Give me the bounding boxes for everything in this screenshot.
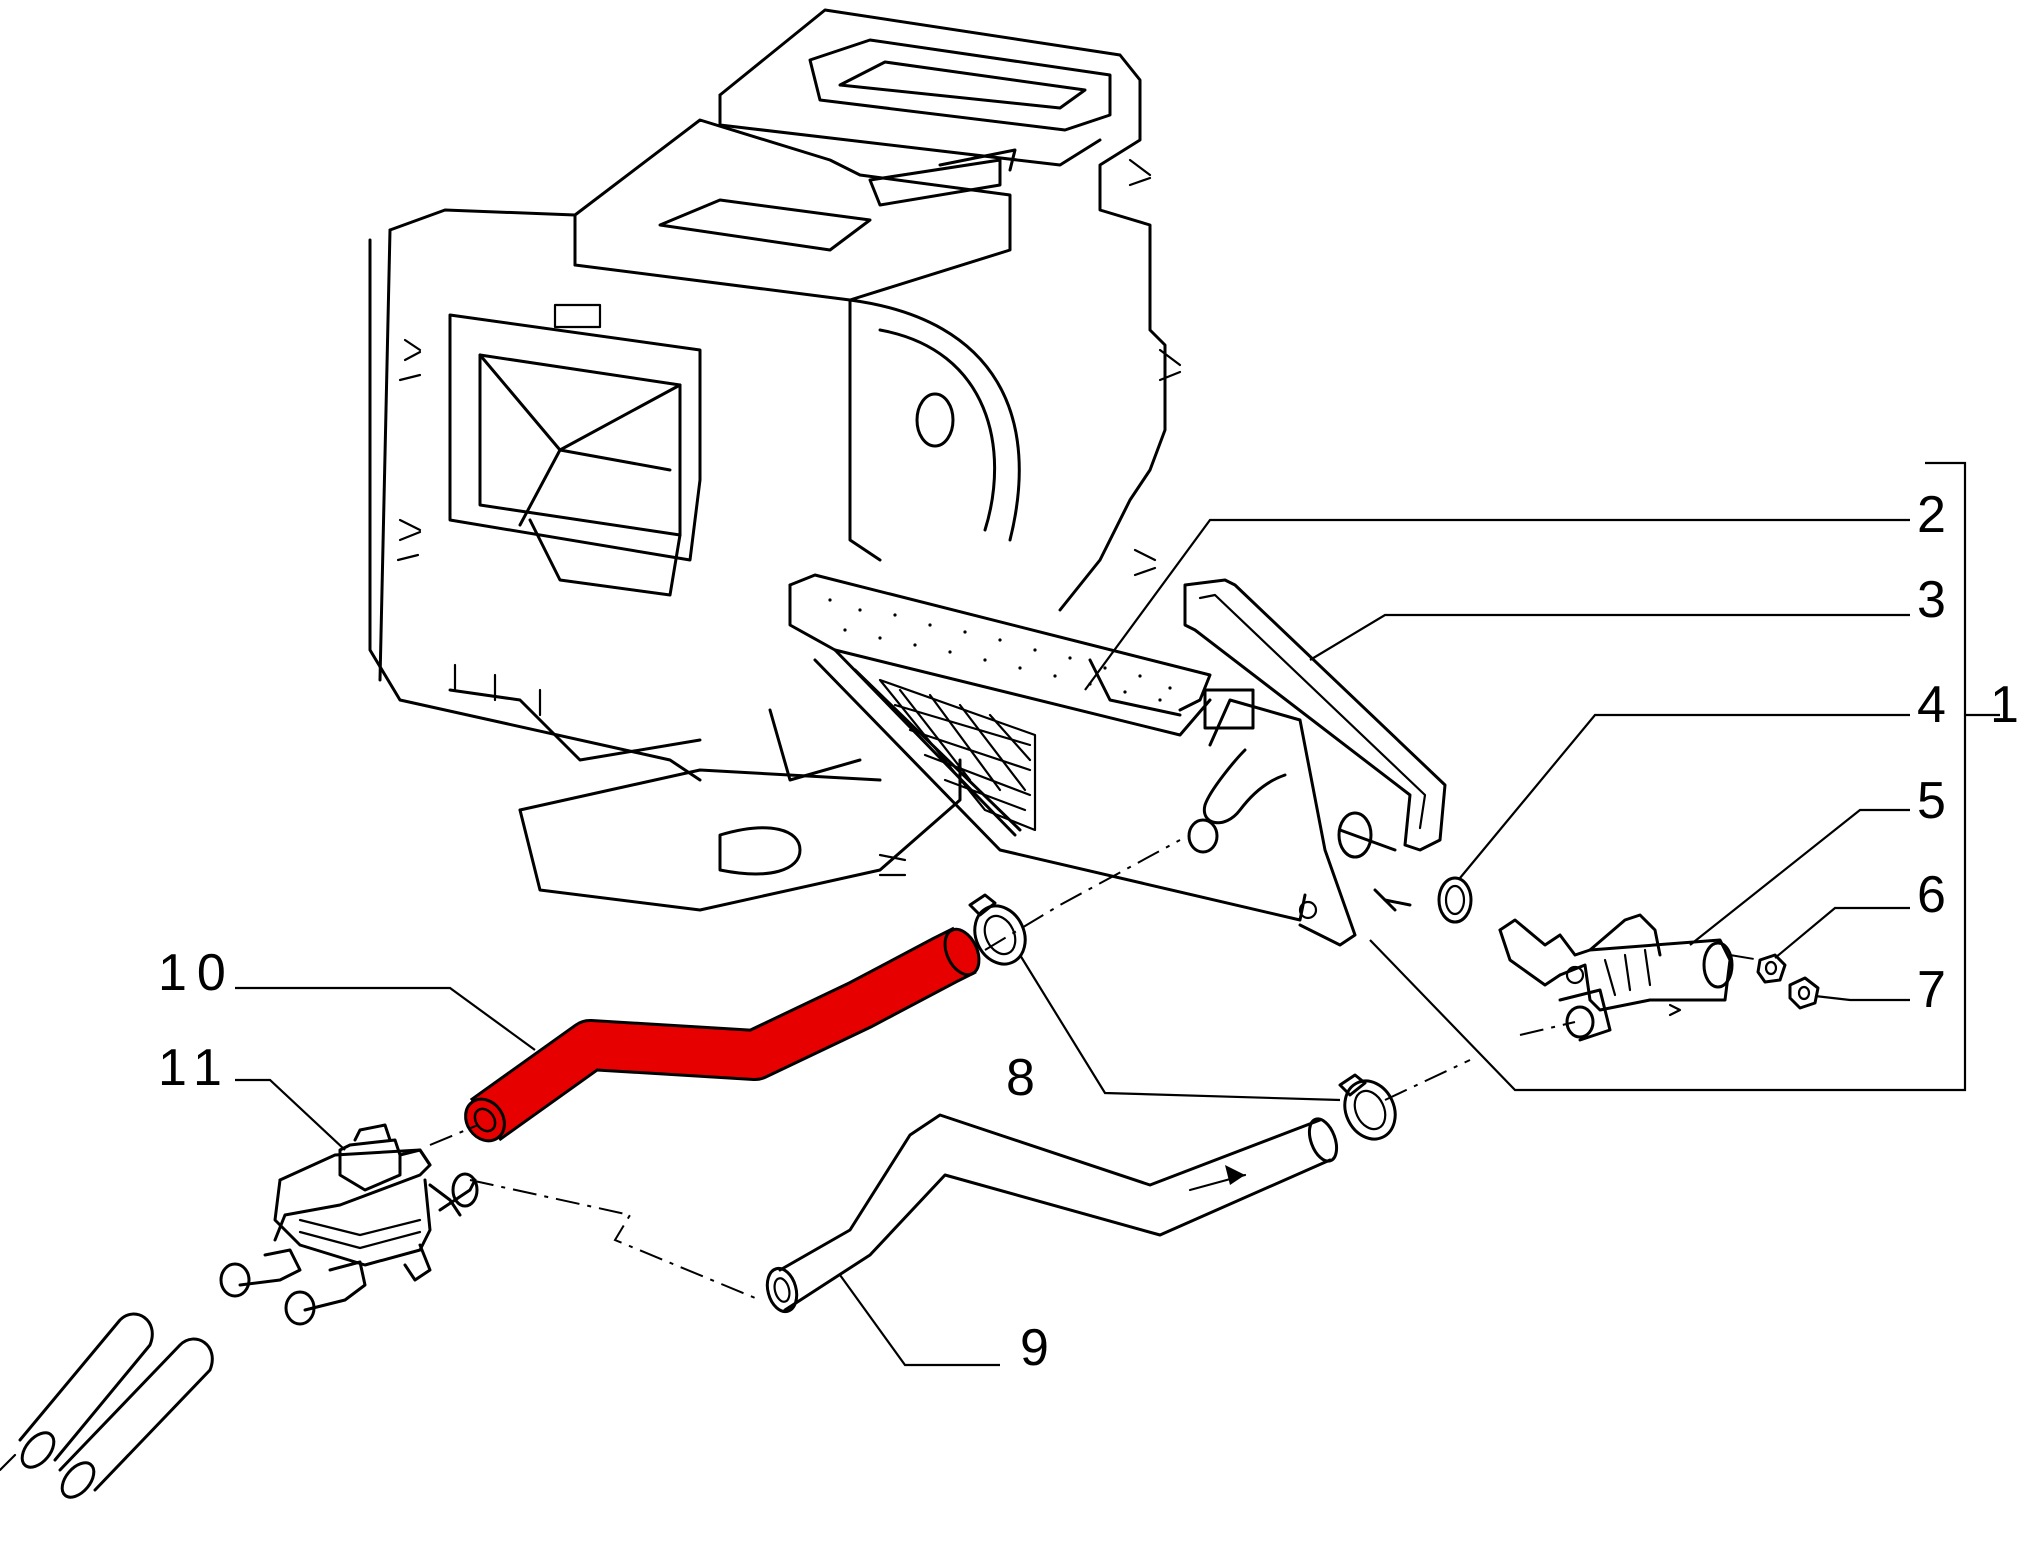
part-5-fitting bbox=[1498, 913, 1734, 1042]
callout-5: 5 bbox=[1917, 772, 1946, 830]
part-3-gasket bbox=[1183, 578, 1447, 852]
part-6-washer bbox=[1756, 953, 1787, 984]
callout-10: 10 bbox=[158, 944, 236, 1002]
assembly-axis-lines bbox=[429, 839, 1761, 1301]
callout-labels: 2 3 4 1 5 6 7 8 9 10 11 bbox=[158, 486, 2019, 1377]
part-4-o-ring bbox=[1437, 876, 1473, 924]
callout-8: 8 bbox=[1006, 1049, 1035, 1107]
callout-7: 7 bbox=[1917, 961, 1946, 1019]
callout-4: 4 bbox=[1917, 676, 1946, 734]
callout-11: 11 bbox=[158, 1039, 232, 1097]
hose-stubs bbox=[0, 1312, 214, 1499]
part-8-hose-clamp-upper bbox=[968, 893, 1027, 966]
callout-2: 2 bbox=[1917, 486, 1946, 544]
callout-6: 6 bbox=[1917, 866, 1946, 924]
part-9-hose bbox=[765, 1113, 1339, 1314]
part-8-hose-clamp-lower bbox=[1338, 1073, 1397, 1141]
heater-housing bbox=[368, 8, 1182, 912]
leader-lines bbox=[235, 461, 2000, 1367]
callout-1: 1 bbox=[1990, 676, 2019, 734]
callout-3: 3 bbox=[1917, 571, 1946, 629]
part-7-nut bbox=[1788, 976, 1820, 1010]
part-11-water-valve bbox=[219, 1123, 479, 1326]
callout-9: 9 bbox=[1020, 1319, 1049, 1377]
part-2-heater-core bbox=[788, 573, 1412, 947]
part-10-hose-highlighted bbox=[464, 926, 981, 1143]
